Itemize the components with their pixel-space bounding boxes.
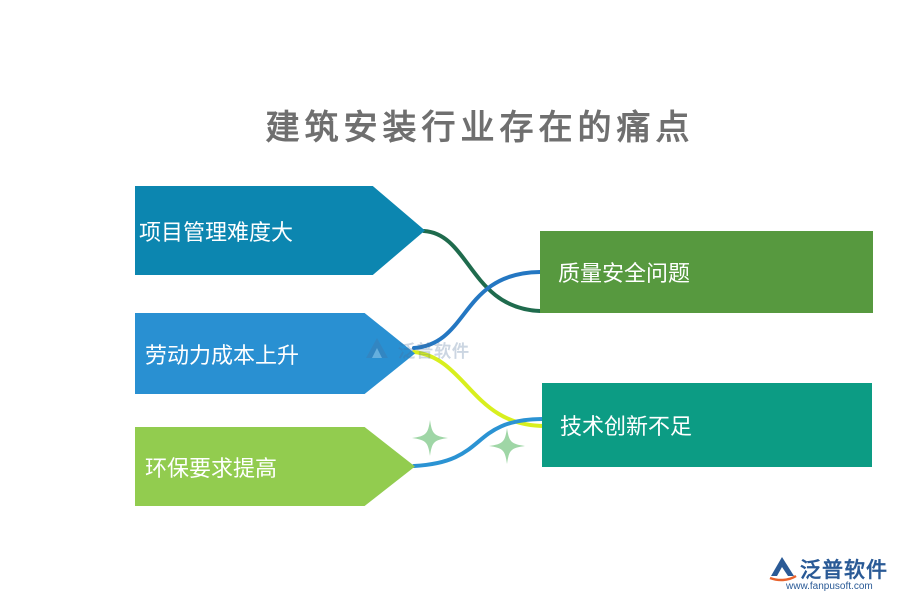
connector-labor-to-quality <box>412 270 542 350</box>
sparkle-right <box>489 428 525 464</box>
watermark-text: 泛普软件 <box>398 341 470 362</box>
brand-logo[interactable]: 泛普软件 www.fanpusoft.com <box>766 552 896 596</box>
pain-point-quality-safety: 质量安全问题 <box>540 231 873 313</box>
pain-point-labor-cost: 劳动力成本上升 <box>135 313 415 394</box>
diagram-title: 建筑安装行业存在的痛点 <box>265 108 695 148</box>
logo-url: www.fanpusoft.com <box>786 581 873 592</box>
pain-point-label: 技术创新不足 <box>560 415 693 440</box>
pain-point-label: 质量安全问题 <box>558 262 691 287</box>
fanpu-logo-icon <box>366 338 388 358</box>
connector-project-to-quality <box>422 229 542 313</box>
pain-point-project-management: 项目管理难度大 <box>135 186 425 275</box>
logo-name: 泛普软件 <box>800 558 888 582</box>
watermark: 泛普软件 <box>362 334 470 364</box>
connector-env-to-tech <box>412 417 544 468</box>
pain-point-label: 项目管理难度大 <box>139 220 294 246</box>
connector-labor-to-tech <box>412 350 550 429</box>
sparkle-left <box>412 420 448 456</box>
pain-point-label: 环保要求提高 <box>145 456 278 482</box>
pain-point-tech-innovation: 技术创新不足 <box>542 383 872 467</box>
pain-point-environmental: 环保要求提高 <box>135 427 415 506</box>
pain-point-label: 劳动力成本上升 <box>145 343 300 369</box>
fanpu-logo-icon <box>769 557 797 582</box>
